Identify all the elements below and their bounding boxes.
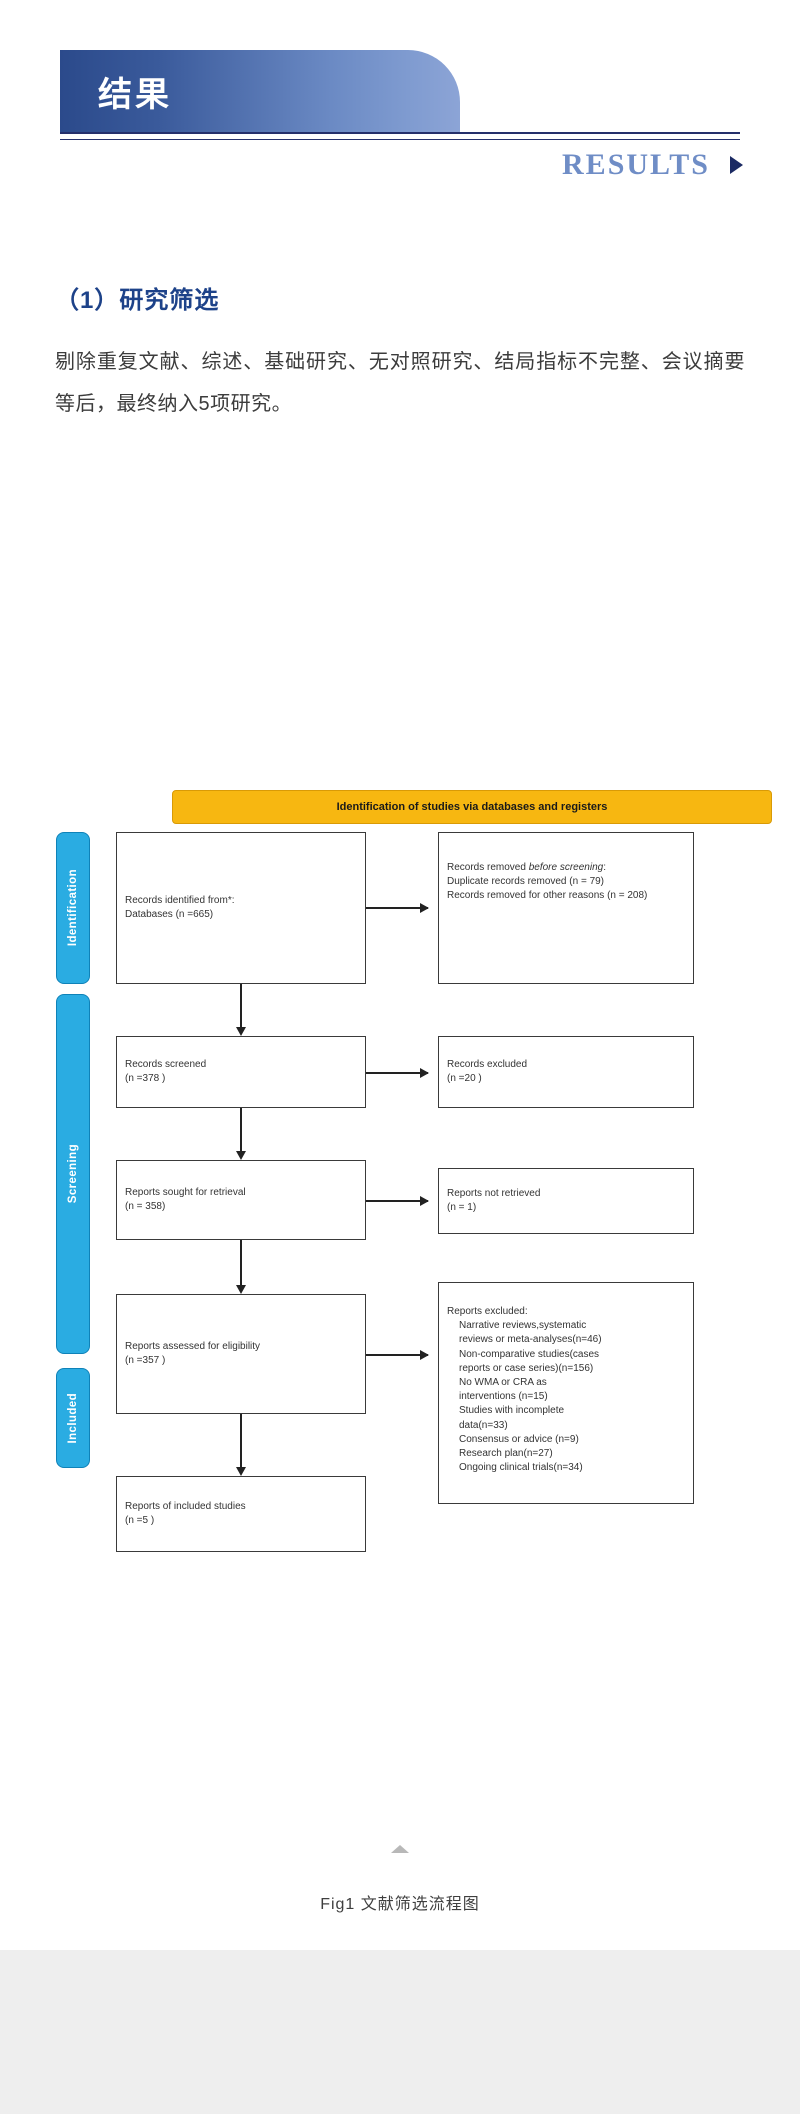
header-rule-thick <box>60 132 740 134</box>
box-reports-excluded-list: Narrative reviews,systematic reviews or … <box>459 1320 602 1474</box>
box-records-excluded-text: Records excluded (n =20 ) <box>447 1058 528 1084</box>
box-reports-assessed-text: Reports assessed for eligibility (n =357… <box>125 1340 261 1366</box>
box-records-removed-title-italic: before screening <box>528 862 604 873</box>
bottom-bar <box>0 1950 800 2114</box>
stage-tab-screening: Screening <box>56 994 90 1354</box>
arrow-screened-to-sought <box>236 1108 245 1160</box>
box-reports-sought: Reports sought for retrieval (n = 358) <box>116 1160 366 1240</box>
results-label: RESULTS <box>562 148 710 181</box>
box-reports-sought-text: Reports sought for retrieval (n = 358) <box>125 1186 246 1212</box>
stage-tab-identification: Identification <box>56 832 90 984</box>
stage-tab-screening-label: Screening <box>67 1144 79 1204</box>
arrow-screened-to-excluded <box>366 1068 429 1077</box>
box-reports-included: Reports of included studies (n =5 ) <box>116 1476 366 1552</box>
stage-tab-included: Included <box>56 1368 90 1468</box>
box-reports-not-retrieved: Reports not retrieved (n = 1) <box>438 1168 694 1234</box>
box-reports-included-text: Reports of included studies (n =5 ) <box>125 1500 246 1526</box>
section-heading: （1）研究筛选 <box>55 287 220 314</box>
arrow-assessed-to-included <box>236 1414 245 1476</box>
results-heading-row: RESULTS <box>0 148 800 182</box>
prisma-banner: Identification of studies via databases … <box>172 790 772 824</box>
arrow-assessed-to-reports-excluded <box>366 1350 429 1359</box>
box-records-removed: Records removed before screening: Duplic… <box>438 832 694 984</box>
box-records-removed-body: Duplicate records removed (n = 79) Recor… <box>447 876 648 902</box>
box-records-identified: Records identified from*: Databases (n =… <box>116 832 366 984</box>
arrow-sought-to-not-retrieved <box>366 1196 429 1205</box>
arrow-identified-to-removed <box>366 903 429 912</box>
box-records-removed-text: Records removed before screening: Duplic… <box>447 861 647 904</box>
box-reports-not-retrieved-text: Reports not retrieved (n = 1) <box>447 1187 541 1213</box>
prisma-figure: Identification of studies via databases … <box>0 790 800 1552</box>
prisma-flow-diagram: Identification of studies via databases … <box>50 790 772 1552</box>
section-banner: 结果 <box>60 50 460 133</box>
box-reports-excluded-title: Reports excluded: <box>447 1306 528 1317</box>
box-reports-excluded: Reports excluded: Narrative reviews,syst… <box>438 1282 694 1504</box>
banner-title: 结果 <box>98 77 172 114</box>
scroll-up-control[interactable] <box>0 1845 800 1853</box>
box-records-identified-text: Records identified from*: Databases (n =… <box>125 894 235 920</box>
header-rule-thin <box>60 139 740 140</box>
page-header: 结果 RESULTS <box>0 0 800 190</box>
box-records-excluded: Records excluded (n =20 ) <box>438 1036 694 1108</box>
box-records-removed-title: Records removed <box>447 862 529 873</box>
box-records-screened: Records screened (n =378 ) <box>116 1036 366 1108</box>
caret-up-icon[interactable] <box>391 1845 409 1853</box>
stage-tab-included-label: Included <box>67 1392 79 1444</box>
box-reports-assessed: Reports assessed for eligibility (n =357… <box>116 1294 366 1414</box>
box-reports-excluded-text: Reports excluded: Narrative reviews,syst… <box>447 1305 602 1475</box>
figure-caption: Fig1 文献筛选流程图 <box>320 1896 480 1913</box>
box-records-removed-title-colon: : <box>603 862 606 873</box>
article-content: （1）研究筛选 剔除重复文献、综述、基础研究、无对照研究、结局指标不完整、会议摘… <box>0 190 800 425</box>
arrow-identified-to-screened <box>236 984 245 1036</box>
arrow-sought-to-assessed <box>236 1240 245 1294</box>
triangle-right-icon <box>730 156 743 174</box>
stage-tab-identification-label: Identification <box>67 869 79 947</box>
section-paragraph: 剔除重复文献、综述、基础研究、无对照研究、结局指标不完整、会议摘要等后，最终纳入… <box>55 351 745 415</box>
box-records-screened-text: Records screened (n =378 ) <box>125 1058 207 1084</box>
